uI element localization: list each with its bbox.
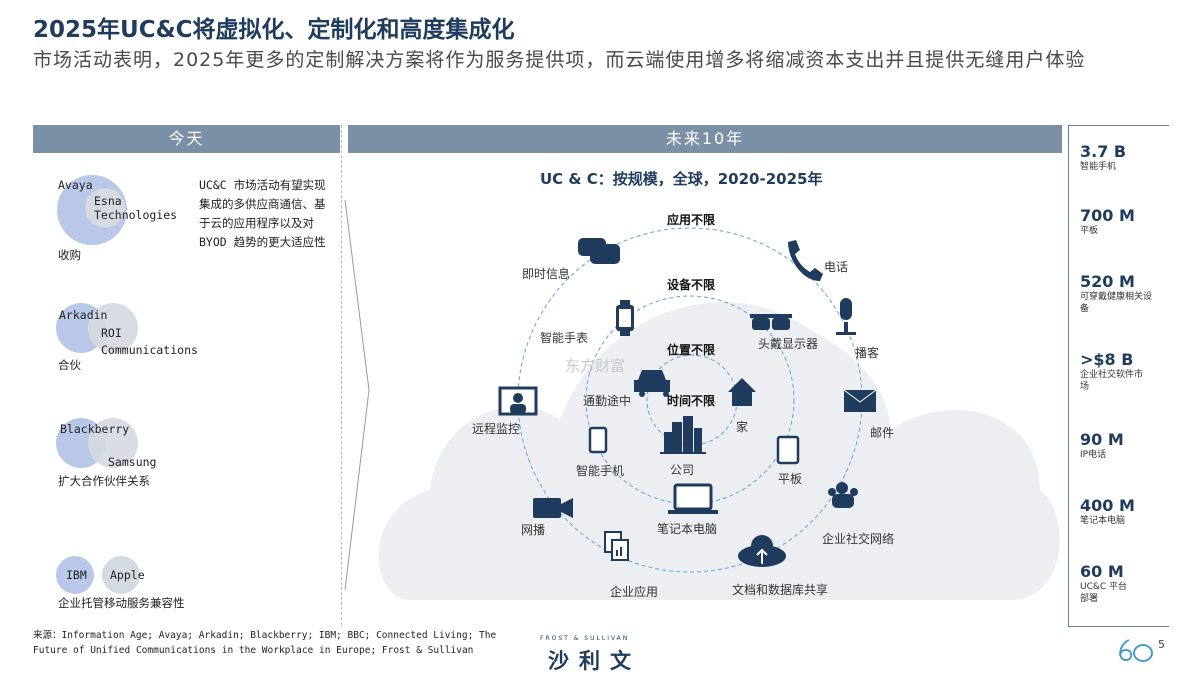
label-social: 企业社交网络 <box>822 532 895 546</box>
label-office: 公司 <box>670 463 695 477</box>
anniversary-60-logo <box>1119 639 1153 662</box>
company-name: Apple <box>110 568 145 582</box>
relationship-caption: 收购 <box>58 248 81 262</box>
company-name: Blackberry <box>60 422 130 436</box>
label-phone: 电话 <box>824 260 849 274</box>
label-smartphone: 智能手机 <box>576 464 625 478</box>
source-note: 来源：Information Age; Avaya; Arkadin; Blac… <box>33 630 497 656</box>
label-remote: 远程监控 <box>472 422 521 436</box>
venn-circle <box>56 556 94 594</box>
logo-cn: 沙利文 <box>548 649 641 673</box>
relationship-caption: 扩大合作伙伴关系 <box>58 474 150 488</box>
company-name: ROI Communications <box>101 326 198 357</box>
watermark: 东方财富 <box>565 357 626 375</box>
company-name: Avaya <box>58 178 93 192</box>
company-name: Arkadin <box>59 308 108 322</box>
label-hmd: 头戴显示器 <box>758 337 819 351</box>
label-webcast: 网播 <box>521 523 546 537</box>
label-podcast: 播客 <box>855 346 880 360</box>
company-name: Esna Technologies <box>94 194 178 222</box>
relationship-caption: 企业托管移动服务兼容性 <box>58 596 185 610</box>
ring-label: 位置不限 <box>667 343 716 357</box>
cloud-shape <box>378 302 1060 600</box>
label-home: 家 <box>736 420 749 434</box>
divider <box>341 125 342 625</box>
label-im: 即时信息 <box>522 267 571 281</box>
diagram-title: UC & C：按规模，全球，2020-2025年 <box>540 170 823 188</box>
logo-en: FROST & SULLIVAN <box>540 635 630 642</box>
company-name: IBM <box>66 568 87 582</box>
page-subtitle: 市场活动表明，2025年更多的定制解决方案将作为服务提供项，而云端使用增多将缩减… <box>33 49 1086 71</box>
label-email: 邮件 <box>870 426 895 440</box>
company-name: Samsung <box>108 455 157 469</box>
ring-label: 应用不限 <box>667 213 716 227</box>
ring-label: 时间不限 <box>667 394 716 408</box>
ring-label: 设备不限 <box>667 278 716 292</box>
label-watch: 智能手表 <box>540 331 589 345</box>
label-apps: 企业应用 <box>610 585 659 599</box>
page-title: 2025年UC&C将虚拟化、定制化和高度集成化 <box>33 17 515 43</box>
venn-circle <box>102 556 140 594</box>
today-description: UC&C 市场活动有望实现集成的多供应商通信、基于云的应用程序以及对 BYOD … <box>199 178 326 249</box>
future-header: 未来10年 <box>348 125 1062 153</box>
page-number: 5 <box>1158 638 1165 651</box>
label-laptop: 笔记本电脑 <box>657 522 718 536</box>
venn-circle <box>88 303 138 353</box>
label-commute: 通勤途中 <box>583 394 632 408</box>
label-tablet: 平板 <box>778 472 803 486</box>
stats-panel <box>1068 125 1169 627</box>
relationship-caption: 合伙 <box>58 358 81 372</box>
venn-circle <box>85 188 125 228</box>
arrow-chevron <box>344 200 370 591</box>
venn-circle <box>88 418 138 468</box>
label-docs: 文档和数据库共享 <box>732 583 829 597</box>
today-header: 今天 <box>33 125 340 153</box>
